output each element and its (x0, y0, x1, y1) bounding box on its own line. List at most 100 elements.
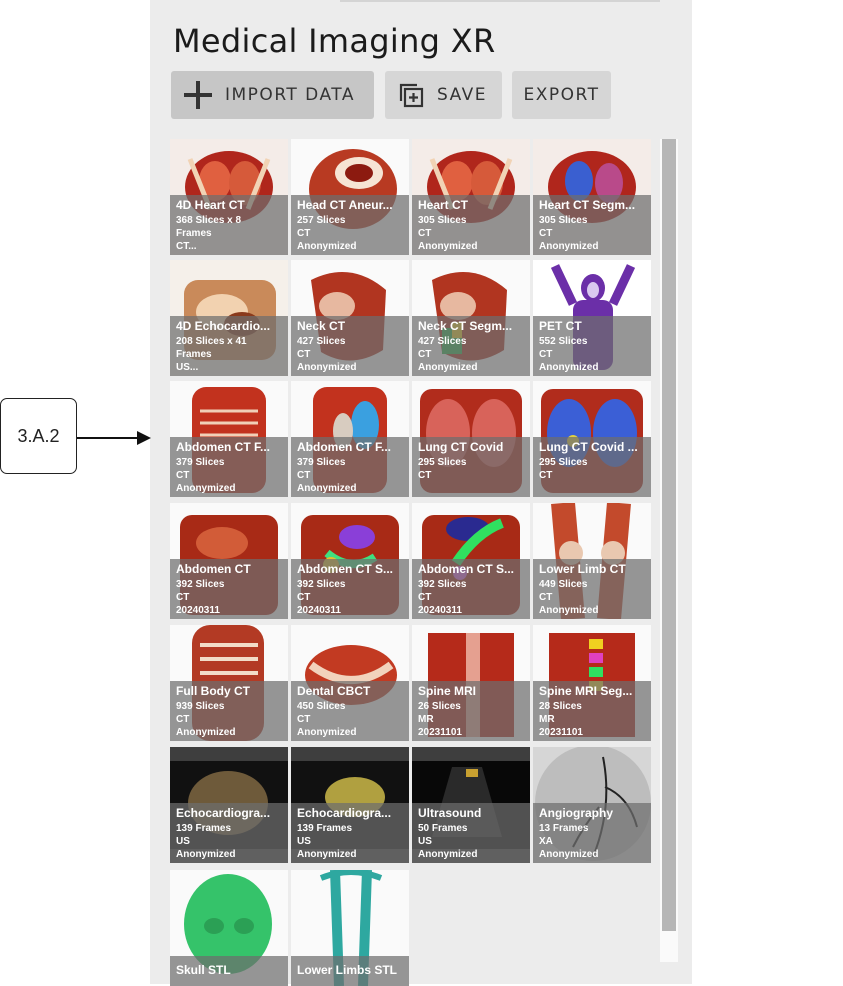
dataset-title: Lung CT Covid (418, 440, 504, 454)
dataset-detail: 305 Slices (418, 215, 467, 226)
dataset-detail: CT (297, 470, 311, 481)
dataset-title: Neck CT Segm... (418, 319, 513, 333)
dataset-detail: Anonymized (418, 241, 478, 252)
scrollbar-thumb[interactable] (662, 139, 676, 931)
dataset-detail: 139 Frames (297, 823, 353, 834)
dataset-title: 4D Echocardio... (176, 319, 271, 333)
dataset-title: Heart CT (418, 198, 469, 212)
dataset-detail: US (297, 836, 311, 847)
dataset-detail: 305 Slices (539, 215, 588, 226)
dataset-detail: Anonymized (297, 727, 357, 738)
dataset-detail: Anonymized (418, 362, 478, 373)
dataset-panel: Medical Imaging XR IMPORT DATA SAVE EXPO… (150, 0, 692, 986)
dataset-detail: Anonymized (297, 483, 357, 494)
dataset-detail: 26 Slices (418, 701, 461, 712)
dataset-detail: Anonymized (418, 849, 478, 860)
dataset-title: Echocardiogra... (176, 806, 271, 820)
dataset-detail: 427 Slices (418, 336, 467, 347)
dataset-title: Spine MRI (418, 684, 477, 698)
dataset-detail: 449 Slices (539, 579, 588, 590)
dataset-info-overlay: Skull STL (170, 956, 288, 986)
dataset-detail: 427 Slices (297, 336, 346, 347)
dataset-card[interactable]: Lower Limbs STL (291, 870, 409, 986)
import-data-button[interactable]: IMPORT DATA (171, 71, 374, 119)
dataset-card[interactable]: Skull STL (170, 870, 288, 986)
save-button[interactable]: SAVE (385, 71, 502, 119)
dataset-detail: Anonymized (176, 483, 236, 494)
dataset-detail: CT (297, 714, 311, 725)
scrollbar-track[interactable] (660, 139, 678, 962)
dataset-title: Abdomen CT (176, 562, 251, 576)
dataset-detail: Anonymized (297, 362, 357, 373)
dataset-detail: 139 Frames (176, 823, 232, 834)
dataset-detail: Anonymized (539, 605, 599, 616)
dataset-detail: CT (176, 714, 190, 725)
dataset-detail: CT (297, 592, 311, 603)
dataset-detail: CT... (176, 241, 197, 252)
dataset-detail: 939 Slices (176, 701, 225, 712)
dataset-detail: CT (539, 349, 553, 360)
dataset-title: Spine MRI Seg... (539, 684, 633, 698)
dataset-title: Neck CT (297, 319, 346, 333)
dataset-title: Ultrasound (418, 806, 482, 820)
dataset-detail: 28 Slices (539, 701, 582, 712)
export-button[interactable]: EXPORT (512, 71, 611, 119)
dataset-detail: 208 Slices x 41 (176, 336, 247, 347)
save-label: SAVE (437, 85, 488, 105)
dataset-title: Full Body CT (176, 684, 250, 698)
dataset-detail: Anonymized (539, 849, 599, 860)
dataset-detail: MR (418, 714, 434, 725)
dataset-title: Skull STL (176, 963, 231, 977)
panel-top-divider (340, 0, 660, 2)
dataset-detail: CT (418, 349, 432, 360)
dataset-detail: Anonymized (176, 727, 236, 738)
dataset-detail: 392 Slices (418, 579, 467, 590)
import-data-label: IMPORT DATA (225, 85, 355, 105)
dataset-detail: Anonymized (539, 362, 599, 373)
dataset-detail: Anonymized (297, 241, 357, 252)
dataset-detail: MR (539, 714, 555, 725)
dataset-detail: 20231101 (418, 727, 462, 738)
dataset-detail: 450 Slices (297, 701, 346, 712)
add-copy-icon (397, 81, 425, 109)
dataset-detail: CT (539, 228, 553, 239)
